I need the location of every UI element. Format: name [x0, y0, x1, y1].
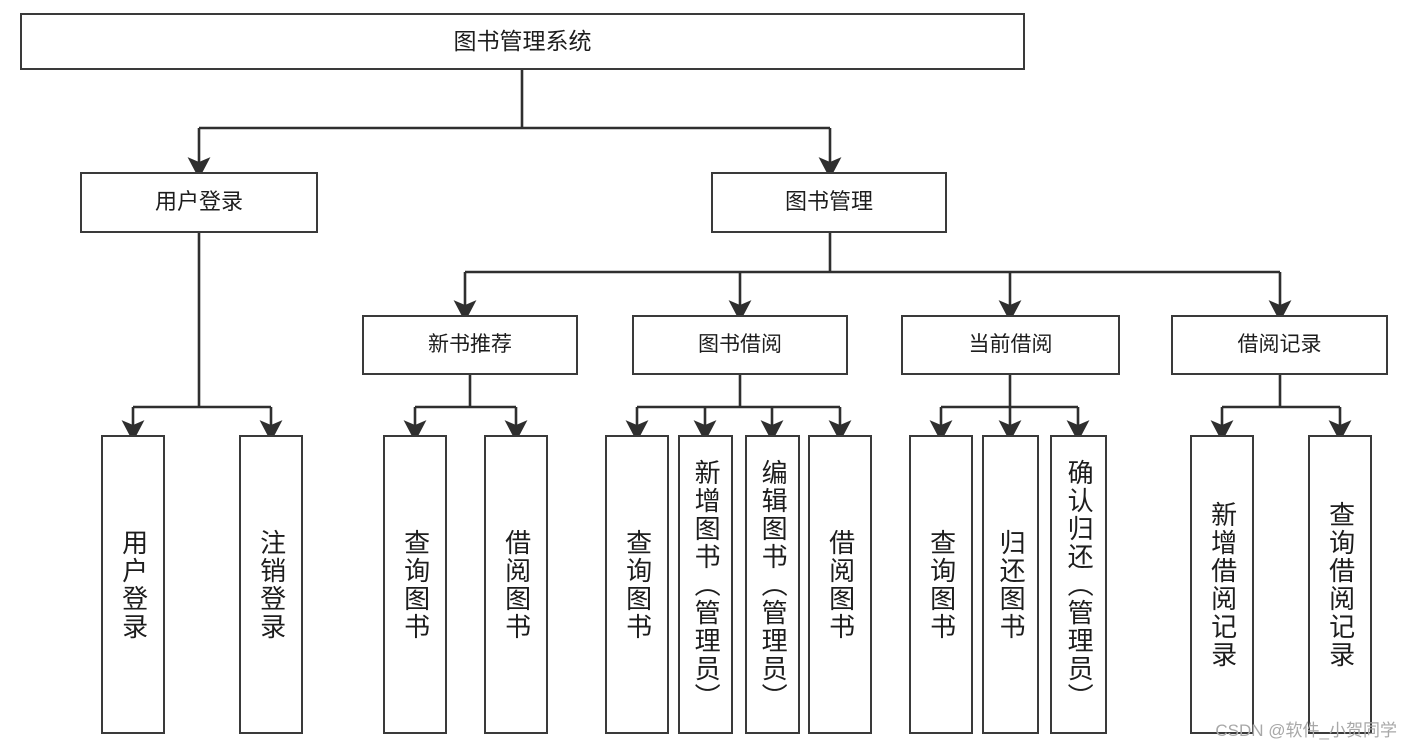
node-new-book-recommend[interactable]: 新书推荐 [362, 315, 578, 375]
node-label: 查询图书 [926, 528, 957, 641]
leaf-logout[interactable]: 注销登录 [239, 435, 303, 734]
leaf-confirm-return[interactable]: 确认归还（管理员） [1050, 435, 1107, 734]
node-current-borrow[interactable]: 当前借阅 [901, 315, 1120, 375]
node-label: 确认归还（管理员） [1064, 458, 1095, 711]
watermark: CSDN @软件_小贺同学 [1215, 721, 1397, 740]
leaf-query-book-borrow[interactable]: 查询图书 [605, 435, 669, 734]
node-book-borrow[interactable]: 图书借阅 [632, 315, 848, 375]
leaf-user-login[interactable]: 用户登录 [101, 435, 165, 734]
node-label: 借阅记录 [1237, 333, 1322, 357]
node-label: 查询图书 [400, 528, 431, 641]
node-label: 注销登录 [256, 528, 287, 641]
node-label: 查询借阅记录 [1325, 500, 1356, 669]
node-label: 图书管理 [784, 189, 873, 215]
node-label: 新增借阅记录 [1207, 500, 1238, 669]
leaf-add-book[interactable]: 新增图书（管理员） [678, 435, 733, 734]
node-label: 当前借阅 [968, 333, 1053, 357]
leaf-query-borrow-record[interactable]: 查询借阅记录 [1308, 435, 1372, 734]
node-label: 编辑图书（管理员） [758, 458, 789, 711]
node-root-system[interactable]: 图书管理系统 [20, 13, 1025, 70]
leaf-add-borrow-record[interactable]: 新增借阅记录 [1190, 435, 1254, 734]
node-label: 用户登录 [154, 189, 243, 215]
node-label: 查询图书 [622, 528, 653, 641]
leaf-query-book-recommend[interactable]: 查询图书 [383, 435, 447, 734]
node-user-login[interactable]: 用户登录 [80, 172, 318, 233]
node-label: 归还图书 [996, 528, 1027, 641]
leaf-query-book-current[interactable]: 查询图书 [909, 435, 973, 734]
node-label: 借阅图书 [501, 528, 532, 641]
leaf-borrow-book[interactable]: 借阅图书 [808, 435, 872, 734]
node-label: 新增图书（管理员） [691, 458, 722, 711]
leaf-borrow-book-recommend[interactable]: 借阅图书 [484, 435, 548, 734]
node-label: 图书借阅 [698, 333, 782, 357]
node-label: 新书推荐 [428, 333, 512, 357]
node-book-manage[interactable]: 图书管理 [711, 172, 947, 233]
leaf-edit-book[interactable]: 编辑图书（管理员） [745, 435, 800, 734]
node-borrow-record[interactable]: 借阅记录 [1171, 315, 1388, 375]
node-label: 借阅图书 [825, 528, 856, 641]
leaf-return-book[interactable]: 归还图书 [982, 435, 1039, 734]
node-label: 图书管理系统 [453, 27, 592, 54]
node-label: 用户登录 [118, 528, 149, 641]
